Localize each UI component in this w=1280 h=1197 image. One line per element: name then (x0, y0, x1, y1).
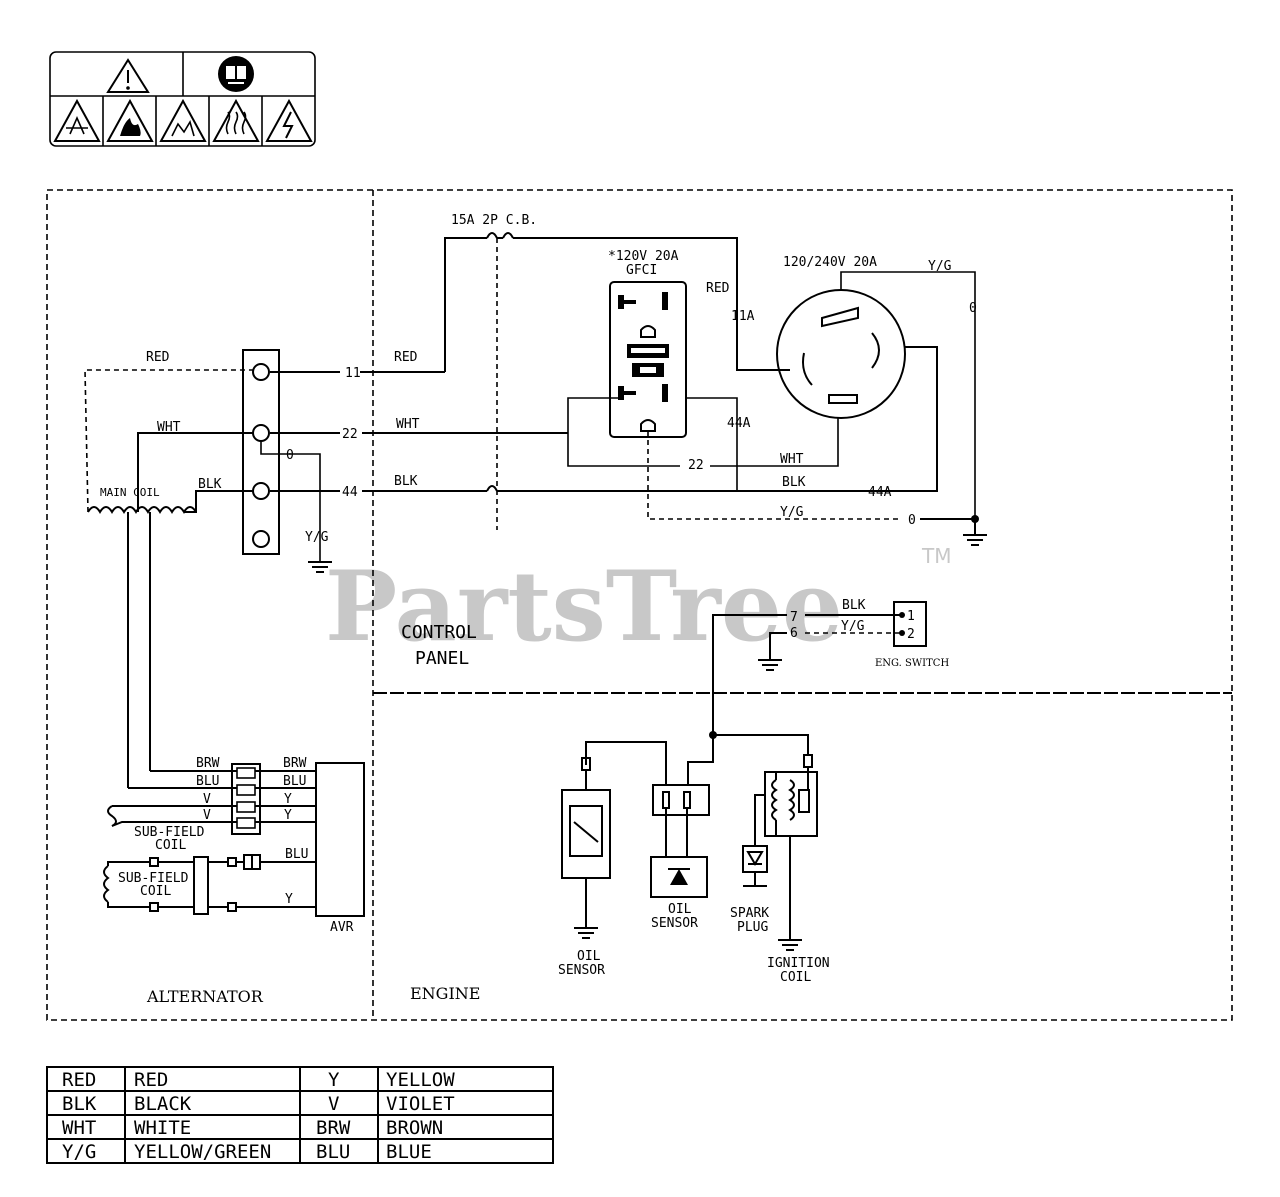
svg-text:WHT: WHT (396, 417, 420, 432)
control-panel-label-1: CONTROL (401, 622, 477, 643)
warning-icon (106, 58, 150, 93)
legend-code: Y/G (62, 1141, 96, 1163)
legend-code: WHT (62, 1117, 96, 1139)
svg-text:BLK: BLK (198, 477, 222, 492)
legend-name: YELLOW (386, 1069, 455, 1091)
legend-code: V (328, 1093, 339, 1115)
legend-code: BLK (62, 1093, 97, 1115)
svg-text:SUB-FIELD: SUB-FIELD (118, 871, 189, 886)
svg-text:ENG. SWITCH: ENG. SWITCH (875, 658, 949, 669)
control-panel-wires: 11 RED 15A 2P C.B. 22 WHT 44 BLK (270, 213, 790, 530)
svg-text:44A: 44A (727, 416, 751, 431)
breaker-label: 15A 2P C.B. (451, 213, 537, 228)
main-coil: MAIN COIL RED WHT BLK (84, 350, 253, 788)
svg-text:11: 11 (345, 366, 361, 381)
watermark: PartsTree (325, 550, 843, 663)
svg-text:22: 22 (342, 427, 358, 442)
explosion-icon (53, 98, 101, 142)
svg-text:BRW: BRW (196, 756, 220, 771)
svg-text:RED: RED (394, 350, 418, 365)
svg-text:Y: Y (284, 792, 292, 807)
legend-name: YELLOW/GREEN (134, 1141, 271, 1163)
legend-code: BLU (316, 1141, 350, 1163)
svg-text:Y/G: Y/G (841, 619, 865, 634)
engine-label: ENGINE (410, 984, 480, 1003)
color-legend-table: RED RED Y YELLOW BLK BLACK V VIOLET WHT … (46, 1066, 554, 1164)
svg-text:SENSOR: SENSOR (651, 916, 698, 931)
svg-text:44: 44 (342, 485, 358, 500)
svg-text:0: 0 (908, 513, 916, 528)
svg-text:SUB-FIELD: SUB-FIELD (134, 825, 205, 840)
svg-text:SPARK: SPARK (730, 906, 769, 921)
svg-text:1: 1 (907, 609, 915, 624)
svg-text:2: 2 (907, 627, 915, 642)
svg-text:WHT: WHT (780, 452, 804, 467)
svg-text:PLUG: PLUG (737, 920, 768, 935)
svg-text:7: 7 (790, 610, 798, 625)
shock-icon (159, 98, 207, 142)
legend-code: Y (328, 1069, 340, 1091)
engine-components: OIL SENSOR OIL SENSOR IGNITION COIL (558, 731, 830, 985)
svg-text:COIL: COIL (780, 970, 811, 985)
gfci-receptacle: *120V 20A GFCI 22 WHT 44A RED 11A Y/G (567, 249, 900, 520)
svg-text:V: V (203, 792, 211, 807)
svg-text:OIL: OIL (577, 949, 601, 964)
svg-text:GFCI: GFCI (626, 263, 657, 278)
svg-text:BLK: BLK (394, 474, 418, 489)
legend-name: WHITE (134, 1117, 191, 1139)
alternator-label: ALTERNATOR (146, 987, 264, 1006)
svg-text:IGNITION: IGNITION (767, 956, 830, 971)
svg-text:Y: Y (285, 892, 293, 907)
svg-text:RED: RED (146, 350, 170, 365)
svg-text:BLU: BLU (196, 774, 219, 789)
svg-text:0: 0 (286, 448, 294, 463)
svg-text:Y/G: Y/G (928, 259, 952, 274)
legend-name: BLUE (386, 1141, 432, 1163)
legend-code: RED (62, 1069, 96, 1091)
svg-text:OIL: OIL (668, 902, 692, 917)
svg-text:0: 0 (969, 301, 977, 316)
svg-text:22: 22 (688, 458, 704, 473)
engine-switch: 1 2 ENG. SWITCH BLK Y/G 7 6 (712, 598, 949, 735)
svg-text:COIL: COIL (155, 838, 186, 853)
svg-text:SENSOR: SENSOR (558, 963, 605, 978)
terminal-block (242, 349, 280, 555)
svg-text:6: 6 (790, 626, 798, 641)
svg-text:BLU: BLU (283, 774, 306, 789)
hot-surface-icon (212, 98, 260, 142)
electric-icon (265, 98, 313, 142)
watermark-tm: TM (921, 544, 951, 568)
svg-text:Y: Y (284, 808, 292, 823)
svg-text:RED: RED (706, 281, 730, 296)
svg-text:*120V 20A: *120V 20A (608, 249, 679, 264)
svg-text:MAIN COIL: MAIN COIL (100, 486, 160, 499)
diagram-border (46, 189, 1233, 1021)
svg-text:120/240V 20A: 120/240V 20A (783, 255, 877, 270)
svg-text:44A: 44A (868, 485, 892, 500)
svg-text:V: V (203, 808, 211, 823)
legend-name: BLACK (134, 1093, 192, 1115)
svg-text:11A: 11A (731, 309, 755, 324)
safety-label (49, 51, 316, 147)
terminal-ground: 0 Y/G (260, 441, 332, 573)
legend-code: BRW (316, 1117, 351, 1139)
svg-text:BLK: BLK (842, 598, 866, 613)
fire-icon (106, 98, 154, 142)
svg-text:WHT: WHT (157, 420, 181, 435)
manual-icon (218, 56, 254, 92)
svg-text:BLU: BLU (285, 847, 308, 862)
legend-name: VIOLET (386, 1093, 455, 1115)
svg-text:BRW: BRW (283, 756, 307, 771)
svg-text:Y/G: Y/G (305, 530, 329, 545)
avr-section: AVR BRW BLU V V BRW BLU Y Y SUB-FIELD CO… (103, 756, 365, 935)
svg-text:Y/G: Y/G (780, 505, 804, 520)
svg-text:COIL: COIL (140, 884, 171, 899)
legend-name: RED (134, 1069, 168, 1091)
svg-text:BLK: BLK (782, 475, 806, 490)
control-panel-label-2: PANEL (415, 648, 469, 669)
legend-name: BROWN (386, 1117, 443, 1139)
twistlock-outlet: 120/240V 20A Y/G 0 BLK 44A 0 (737, 255, 987, 546)
svg-text:AVR: AVR (330, 920, 354, 935)
